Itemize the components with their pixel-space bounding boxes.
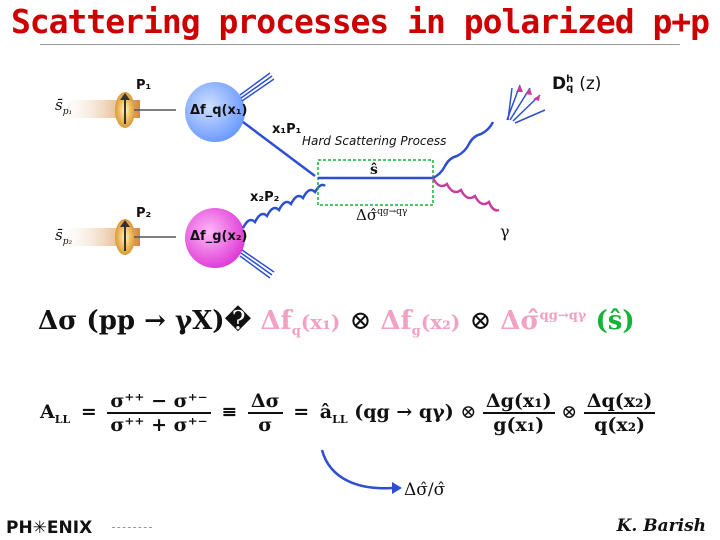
eq1-pdf-quark-arg: (x₁) xyxy=(300,310,341,334)
partonic-xsec-symbol: Δσ̂ xyxy=(356,206,378,224)
author-name: K. Barish xyxy=(616,516,706,536)
quark-pdf-label: Δf_q(x₁) xyxy=(190,103,248,118)
eq2-den-4: q(x₂) xyxy=(594,414,646,436)
hard-scattering-label: Hard Scattering Process xyxy=(300,134,449,148)
partonic-xsec-label: Δσ̂qg→qγ xyxy=(356,206,407,224)
annotation-arrow xyxy=(320,449,393,490)
outgoing-quark-line xyxy=(432,121,495,180)
eq2-frac-4: Δq(x₂)q(x₂) xyxy=(583,390,656,436)
gluon-pdf-blob xyxy=(185,208,245,268)
eq2-ahat: â xyxy=(319,401,333,423)
incoming-gluon-line xyxy=(241,183,326,229)
eq1-pdf-quark: Δf xyxy=(260,306,292,336)
frag-argument: (z) xyxy=(579,74,602,94)
eq2-den-1: σ⁺⁺ + σ⁺⁻ xyxy=(110,414,208,436)
phenix-logo: PH✳ENIX xyxy=(6,518,93,538)
spin2-arrowhead xyxy=(120,220,130,227)
photon-label: γ xyxy=(500,222,510,241)
jet-arrowheads xyxy=(516,85,540,101)
eq2-otimes-2: ⊗ xyxy=(561,401,578,423)
eq1-lhs: Δσ (pp → γX) xyxy=(38,306,225,336)
eq2-den-3: g(x₁) xyxy=(493,414,545,436)
footer-dashed-line xyxy=(112,527,152,528)
eq2-num-1: σ⁺⁺ − σ⁺⁻ xyxy=(107,390,211,414)
eq2-equals-2: = xyxy=(293,401,310,423)
eq1-s-arg: (ŝ) xyxy=(595,306,635,336)
eq2-frac-3: Δg(x₁)g(x₁) xyxy=(482,390,555,436)
remnant-jet-2 xyxy=(239,249,275,279)
spin2-subscript: p₂ xyxy=(62,237,73,247)
incoming-quark-line xyxy=(242,121,316,177)
eq2-den-2: σ xyxy=(258,414,273,436)
eq2-process: (qg → qγ) xyxy=(354,401,454,423)
spin1-symbol: s̄ xyxy=(55,96,63,114)
x1p1-label: x₁P₁ xyxy=(272,122,302,137)
spin2-symbol: s̄ xyxy=(55,226,63,244)
hard-scattering-box xyxy=(317,159,434,206)
eq1-partonic-xsec-sup: qg→qγ xyxy=(539,308,587,324)
proton2-label: P₂ xyxy=(136,206,152,221)
proton1-label: P₁ xyxy=(136,78,152,93)
eq1-pdf-gluon-arg: (x₂) xyxy=(420,310,461,334)
x2p2-label: x₂P₂ xyxy=(250,190,280,205)
spin1-label: s̄p₁ xyxy=(55,96,72,117)
remnant-jet-1 xyxy=(239,72,275,102)
spin1-subscript: p₁ xyxy=(62,107,73,117)
quark-pdf-blob xyxy=(185,82,245,142)
frag-subscript: q xyxy=(566,83,574,94)
eq2-equals-1: = xyxy=(80,401,97,423)
eq1-pdf-gluon: Δf xyxy=(380,306,412,336)
eq1-pdf-quark-sub: q xyxy=(291,324,301,340)
s-hat-label: ŝ xyxy=(370,162,378,178)
partonic-asymmetry-annotation: Δσ̂/σ̂ xyxy=(404,480,446,500)
partonic-xsec-superscript: qg→qγ xyxy=(377,207,408,217)
frag-superscript: h xyxy=(566,74,574,85)
eq1-otimes-1: ⊗ xyxy=(349,306,372,336)
eq1-box: � xyxy=(224,306,252,336)
eq2-num-2: Δσ xyxy=(247,390,283,414)
cross-section-equation: Δσ (pp → γX)� Δfq(x₁) ⊗ Δfg(x₂) ⊗ Δσ̂qg→… xyxy=(38,306,635,339)
eq2-num-4: Δq(x₂) xyxy=(583,390,656,414)
eq2-ahat-sub: LL xyxy=(332,412,348,426)
eq1-pdf-gluon-sub: g xyxy=(411,324,421,340)
eq2-all: A xyxy=(40,401,55,423)
fragmentation-jet xyxy=(506,84,546,124)
spin2-label: s̄p₂ xyxy=(55,226,72,247)
eq2-all-sub: LL xyxy=(54,412,71,426)
eq1-otimes-2: ⊗ xyxy=(469,306,492,336)
outgoing-photon-line xyxy=(431,177,500,212)
slide-title: Scattering processes in polarized p+p xyxy=(10,2,710,41)
gluon-pdf-label: Δf_g(x₂) xyxy=(190,229,248,244)
eq2-otimes-1: ⊗ xyxy=(460,401,477,423)
title-divider xyxy=(40,44,680,45)
annotation-arrowhead xyxy=(392,482,402,494)
spin1-arrowhead xyxy=(120,93,130,100)
eq2-num-3: Δg(x₁) xyxy=(482,390,555,414)
eq2-equiv: ≡ xyxy=(221,401,238,423)
frag-symbol: D xyxy=(552,74,567,94)
eq2-frac-1: σ⁺⁺ − σ⁺⁻σ⁺⁺ + σ⁺⁻ xyxy=(107,390,211,436)
eq1-partonic-xsec: Δσ̂ xyxy=(500,306,540,336)
